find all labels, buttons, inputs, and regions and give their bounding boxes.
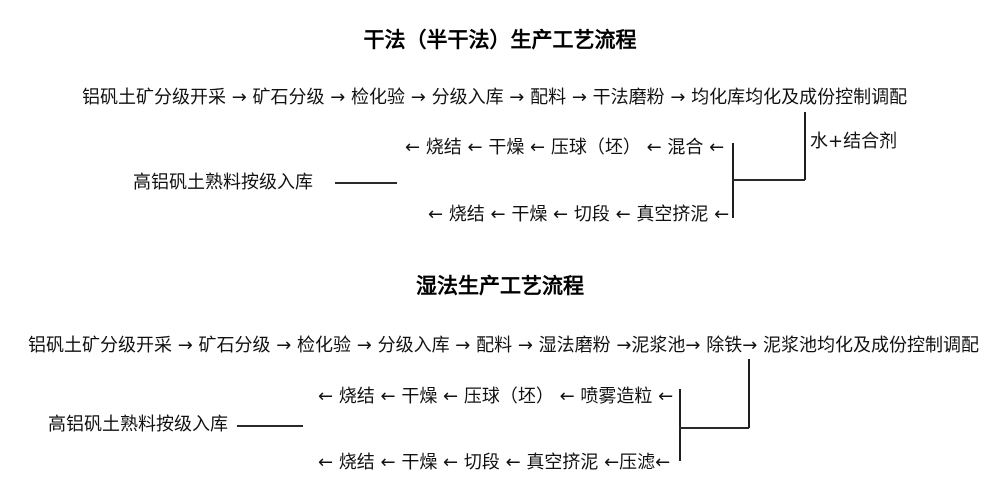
- wet-process-title: 湿法生产工艺流程: [416, 274, 584, 298]
- dry-process-title: 干法（半干法）生产工艺流程: [363, 28, 637, 52]
- wet-branch-vertical-connector-line: [679, 389, 681, 461]
- dry-mixing-flow-line: ← 烧结 ← 干燥 ← 压球（坯） ← 混合 ←: [405, 137, 725, 158]
- dry-additive-label: 水+结合剂: [810, 131, 898, 152]
- wet-clinker-storage-dash-line: [237, 425, 303, 427]
- dry-clinker-storage-dash-line: [335, 182, 397, 184]
- wet-spray-flow-line: ← 烧结 ← 干燥 ← 压球（坯） ← 喷雾造粒 ←: [318, 386, 674, 407]
- dry-clinker-storage-label: 高铝矾土熟料按级入库: [133, 172, 313, 193]
- dry-branch-horizontal-connector-line: [732, 179, 805, 181]
- dry-main-flow-line: 铝矾土矿分级开采 → 矿石分级 → 检化验 → 分级入库 → 配料 → 干法磨粉…: [82, 87, 908, 108]
- wet-extrusion-flow-line: ← 烧结 ← 干燥 ← 切段 ← 真空挤泥 ←压滤←: [318, 452, 671, 473]
- dry-extrusion-flow-line: ← 烧结 ← 干燥 ← 切段 ← 真空挤泥 ←: [428, 204, 730, 225]
- dry-main-drop-connector-line: [804, 112, 806, 180]
- wet-branch-horizontal-connector-line: [679, 427, 749, 429]
- wet-main-flow-line: 铝矾土矿分级开采 → 矿石分级 → 检化验 → 分级入库 → 配料 → 湿法磨粉…: [28, 335, 980, 356]
- wet-main-drop-connector-line: [748, 359, 750, 428]
- dry-branch-vertical-connector-line: [732, 143, 734, 218]
- wet-clinker-storage-label: 高铝矾土熟料按级入库: [48, 414, 228, 435]
